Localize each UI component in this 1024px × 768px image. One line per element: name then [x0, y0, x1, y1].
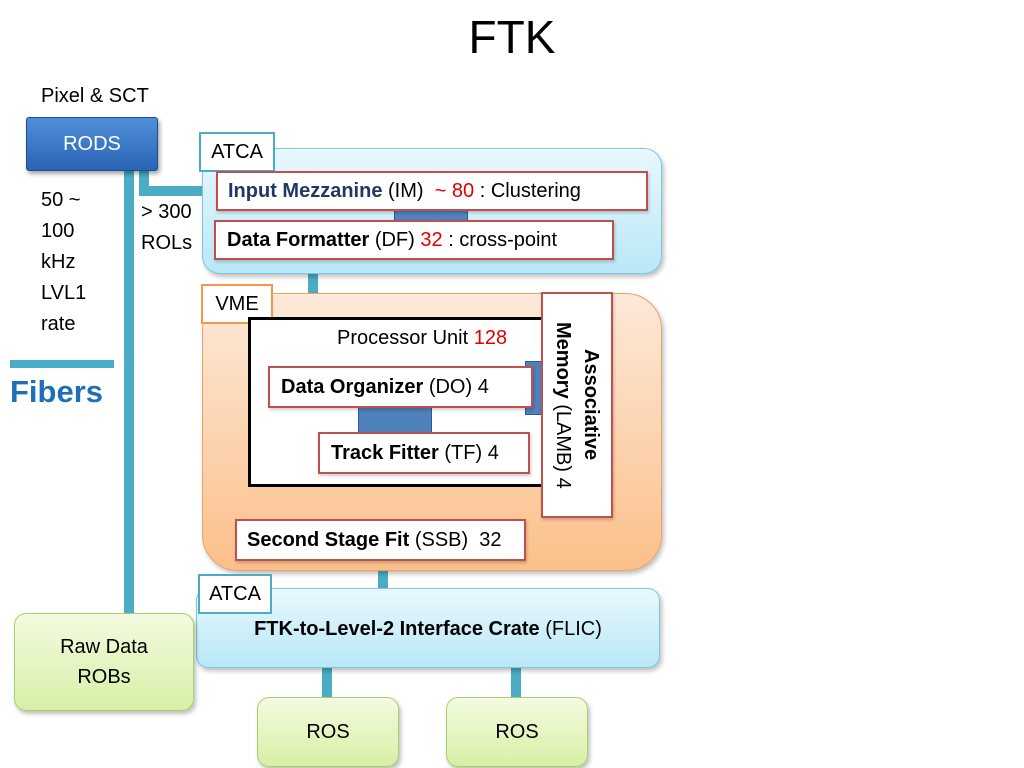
- data-organizer-box: Data Organizer (DO) 4: [268, 366, 533, 408]
- im-count: ~ 80: [434, 179, 475, 202]
- fiber-flic-to-ros2: [511, 667, 521, 699]
- do-name: Data Organizer: [281, 375, 424, 398]
- flic-abbr: (FLIC): [545, 617, 602, 640]
- im-abbr: (IM): [388, 179, 424, 202]
- processor-unit-label: Processor Unit 128: [337, 327, 507, 350]
- fiber-legend-swatch: [10, 360, 114, 368]
- df-abbr: (DF): [374, 228, 415, 251]
- df-count: 32: [420, 228, 443, 251]
- rods-box: RODS: [26, 117, 158, 171]
- ssb-name: Second Stage Fit: [247, 528, 410, 551]
- am-memory: Memory: [552, 321, 574, 399]
- im-role: : Clustering: [479, 179, 581, 202]
- do-count: 4: [477, 375, 489, 398]
- atca-tag-flic: ATCA: [198, 574, 272, 614]
- pu-count: 128: [473, 327, 508, 349]
- flic-crate: FTK-to-Level-2 Interface Crate (FLIC): [196, 588, 660, 668]
- am-lamb: (LAMB) 4: [552, 403, 574, 489]
- df-name: Data Formatter: [227, 228, 370, 251]
- pu-label: Processor Unit: [337, 327, 469, 349]
- rate-line: 100: [41, 220, 75, 242]
- am-label: Associative Memory (LAMB) 4: [549, 322, 605, 489]
- ssb-count: 32: [479, 528, 502, 551]
- am-line-2: Memory (LAMB) 4: [549, 322, 577, 489]
- do-tf-link-block: [358, 406, 432, 434]
- im-name: Input Mezzanine: [228, 179, 383, 202]
- track-fitter-box: Track Fitter (TF) 4: [318, 432, 530, 474]
- input-mezzanine-box: Input Mezzanine (IM) ~ 80 : Clustering: [216, 171, 648, 211]
- fiber-rods-to-im-horizontal: [139, 186, 219, 196]
- flic-name: FTK-to-Level-2 Interface Crate: [254, 617, 540, 640]
- associative-memory-box: Associative Memory (LAMB) 4: [541, 292, 613, 518]
- page-title: FTK: [468, 11, 556, 63]
- am-line-1: Associative: [580, 349, 602, 461]
- do-abbr: (DO): [428, 375, 473, 398]
- fiber-flic-to-ros1: [322, 667, 332, 699]
- tf-count: 4: [487, 441, 499, 464]
- rols-line: > 300: [141, 201, 192, 223]
- rate-line: rate: [41, 313, 76, 335]
- rols-note: > 300 ROLs: [141, 197, 192, 259]
- raw-data-robs-box: Raw Data ROBs: [14, 613, 194, 711]
- atca-tag-top: ATCA: [199, 132, 275, 172]
- rols-line: ROLs: [141, 232, 193, 254]
- ros-box-2: ROS: [446, 697, 588, 767]
- ssb-abbr: (SSB): [414, 528, 469, 551]
- rob-line: Raw Data: [60, 636, 148, 658]
- tf-name: Track Fitter: [331, 441, 439, 464]
- rob-line: ROBs: [77, 666, 131, 688]
- fiber-ssb-to-flic: [378, 559, 388, 591]
- ros-box-1: ROS: [257, 697, 399, 767]
- rate-line: LVL1: [41, 282, 87, 304]
- rate-line: kHz: [41, 251, 76, 273]
- source-label: Pixel & SCT: [41, 85, 149, 107]
- fiber-rods-to-rob: [124, 169, 134, 615]
- rate-line: 50 ~: [41, 189, 81, 211]
- data-formatter-box: Data Formatter (DF) 32 : cross-point: [214, 220, 614, 260]
- fiber-rods-to-im-vertical: [139, 169, 149, 194]
- tf-abbr: (TF): [444, 441, 483, 464]
- fibers-legend-label: Fibers: [10, 374, 104, 409]
- rate-note: 50 ~ 100 kHz LVL1 rate: [41, 185, 86, 340]
- second-stage-fit-box: Second Stage Fit (SSB) 32: [235, 519, 526, 561]
- df-role: : cross-point: [448, 228, 558, 251]
